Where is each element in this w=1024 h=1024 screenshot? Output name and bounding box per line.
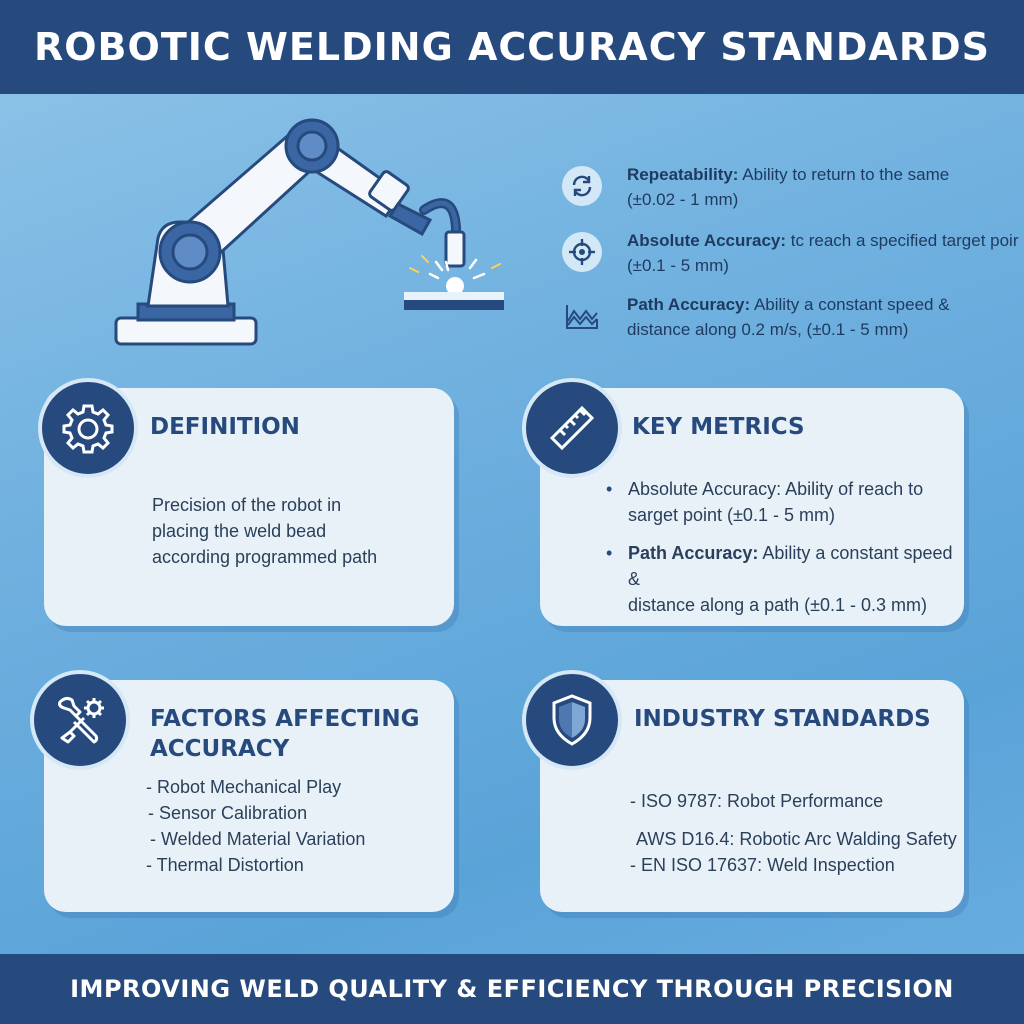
standards-list: - ISO 9787: Robot Performance AWS D16.4:… (630, 788, 957, 878)
key-metrics-list: Absolute Accuracy: Ability of reach to s… (606, 476, 964, 630)
list-item: - Thermal Distortion (146, 855, 304, 875)
robot-arm-illustration (114, 118, 504, 346)
factors-title: FACTORS AFFECTING ACCURACY (150, 706, 420, 762)
list-item: - Sensor Calibration (148, 803, 308, 823)
list-item: - Robot Mechanical Play (146, 777, 342, 797)
list-item: - Welded Material Variation (150, 829, 366, 849)
gear-icon (38, 378, 138, 478)
header-banner: ROBOTIC WELDING ACCURACY STANDARDS (0, 0, 1024, 94)
metric-desc: tc reach a specified target poir (786, 231, 1019, 250)
metric-path-accuracy: Path Accuracy: Ability a constant speed … (562, 292, 1022, 342)
metric-desc: Ability to return to the same (738, 165, 950, 184)
ruler-icon (522, 378, 622, 478)
definition-line: according programmed path (152, 547, 378, 567)
metric-absolute-accuracy: Absolute Accuracy: tc reach a specified … (562, 228, 1022, 278)
list-item: Absolute Accuracy: Ability of reach to s… (606, 476, 964, 528)
factors-card: FACTORS AFFECTING ACCURACY - Robot Mecha… (44, 680, 454, 912)
definition-line: placing the weld bead (152, 521, 327, 541)
metric-label: Absolute Accuracy: (627, 231, 787, 250)
list-item: - EN ISO 17637: Weld Inspection (630, 855, 895, 875)
metric-label: Path Accuracy: (627, 295, 751, 314)
wave-graph-icon (562, 296, 602, 336)
metric-repeatability: Repeatability: Ability to return to the … (562, 162, 1022, 212)
footer-banner: IMPROVING WELD QUALITY & EFFICIENCY THRO… (0, 954, 1024, 1024)
crosshair-icon (562, 232, 602, 272)
shield-icon (522, 670, 622, 770)
definition-text: Precision of the robot in placing the we… (152, 492, 377, 570)
metric-label: Repeatability: (627, 165, 739, 184)
page-title: ROBOTIC WELDING ACCURACY STANDARDS (33, 25, 991, 69)
wrench-gear-icon (30, 670, 130, 770)
metric-desc: Ability a constant speed & (750, 295, 950, 314)
factors-list: - Robot Mechanical Play - Sensor Calibra… (146, 774, 365, 878)
list-item: Path Accuracy: Ability a constant speed … (606, 540, 964, 618)
refresh-icon (562, 166, 602, 206)
key-metrics-title: KEY METRICS (632, 414, 805, 440)
metric-value: (±0.1 - 5 mm) (627, 256, 729, 275)
metric-value: (±0.02 - 1 mm) (627, 190, 739, 209)
standards-title: INDUSTRY STANDARDS (634, 706, 931, 732)
metric-value: distance along 0.2 m/s, (±0.1 - 5 mm) (627, 320, 909, 339)
list-item: - ISO 9787: Robot Performance (630, 791, 884, 811)
footer-tagline: IMPROVING WELD QUALITY & EFFICIENCY THRO… (70, 975, 954, 1003)
definition-title: DEFINITION (150, 414, 300, 440)
list-item: AWS D16.4: Robotic Arc Walding Safety (636, 829, 957, 849)
definition-line: Precision of the robot in (152, 495, 342, 515)
